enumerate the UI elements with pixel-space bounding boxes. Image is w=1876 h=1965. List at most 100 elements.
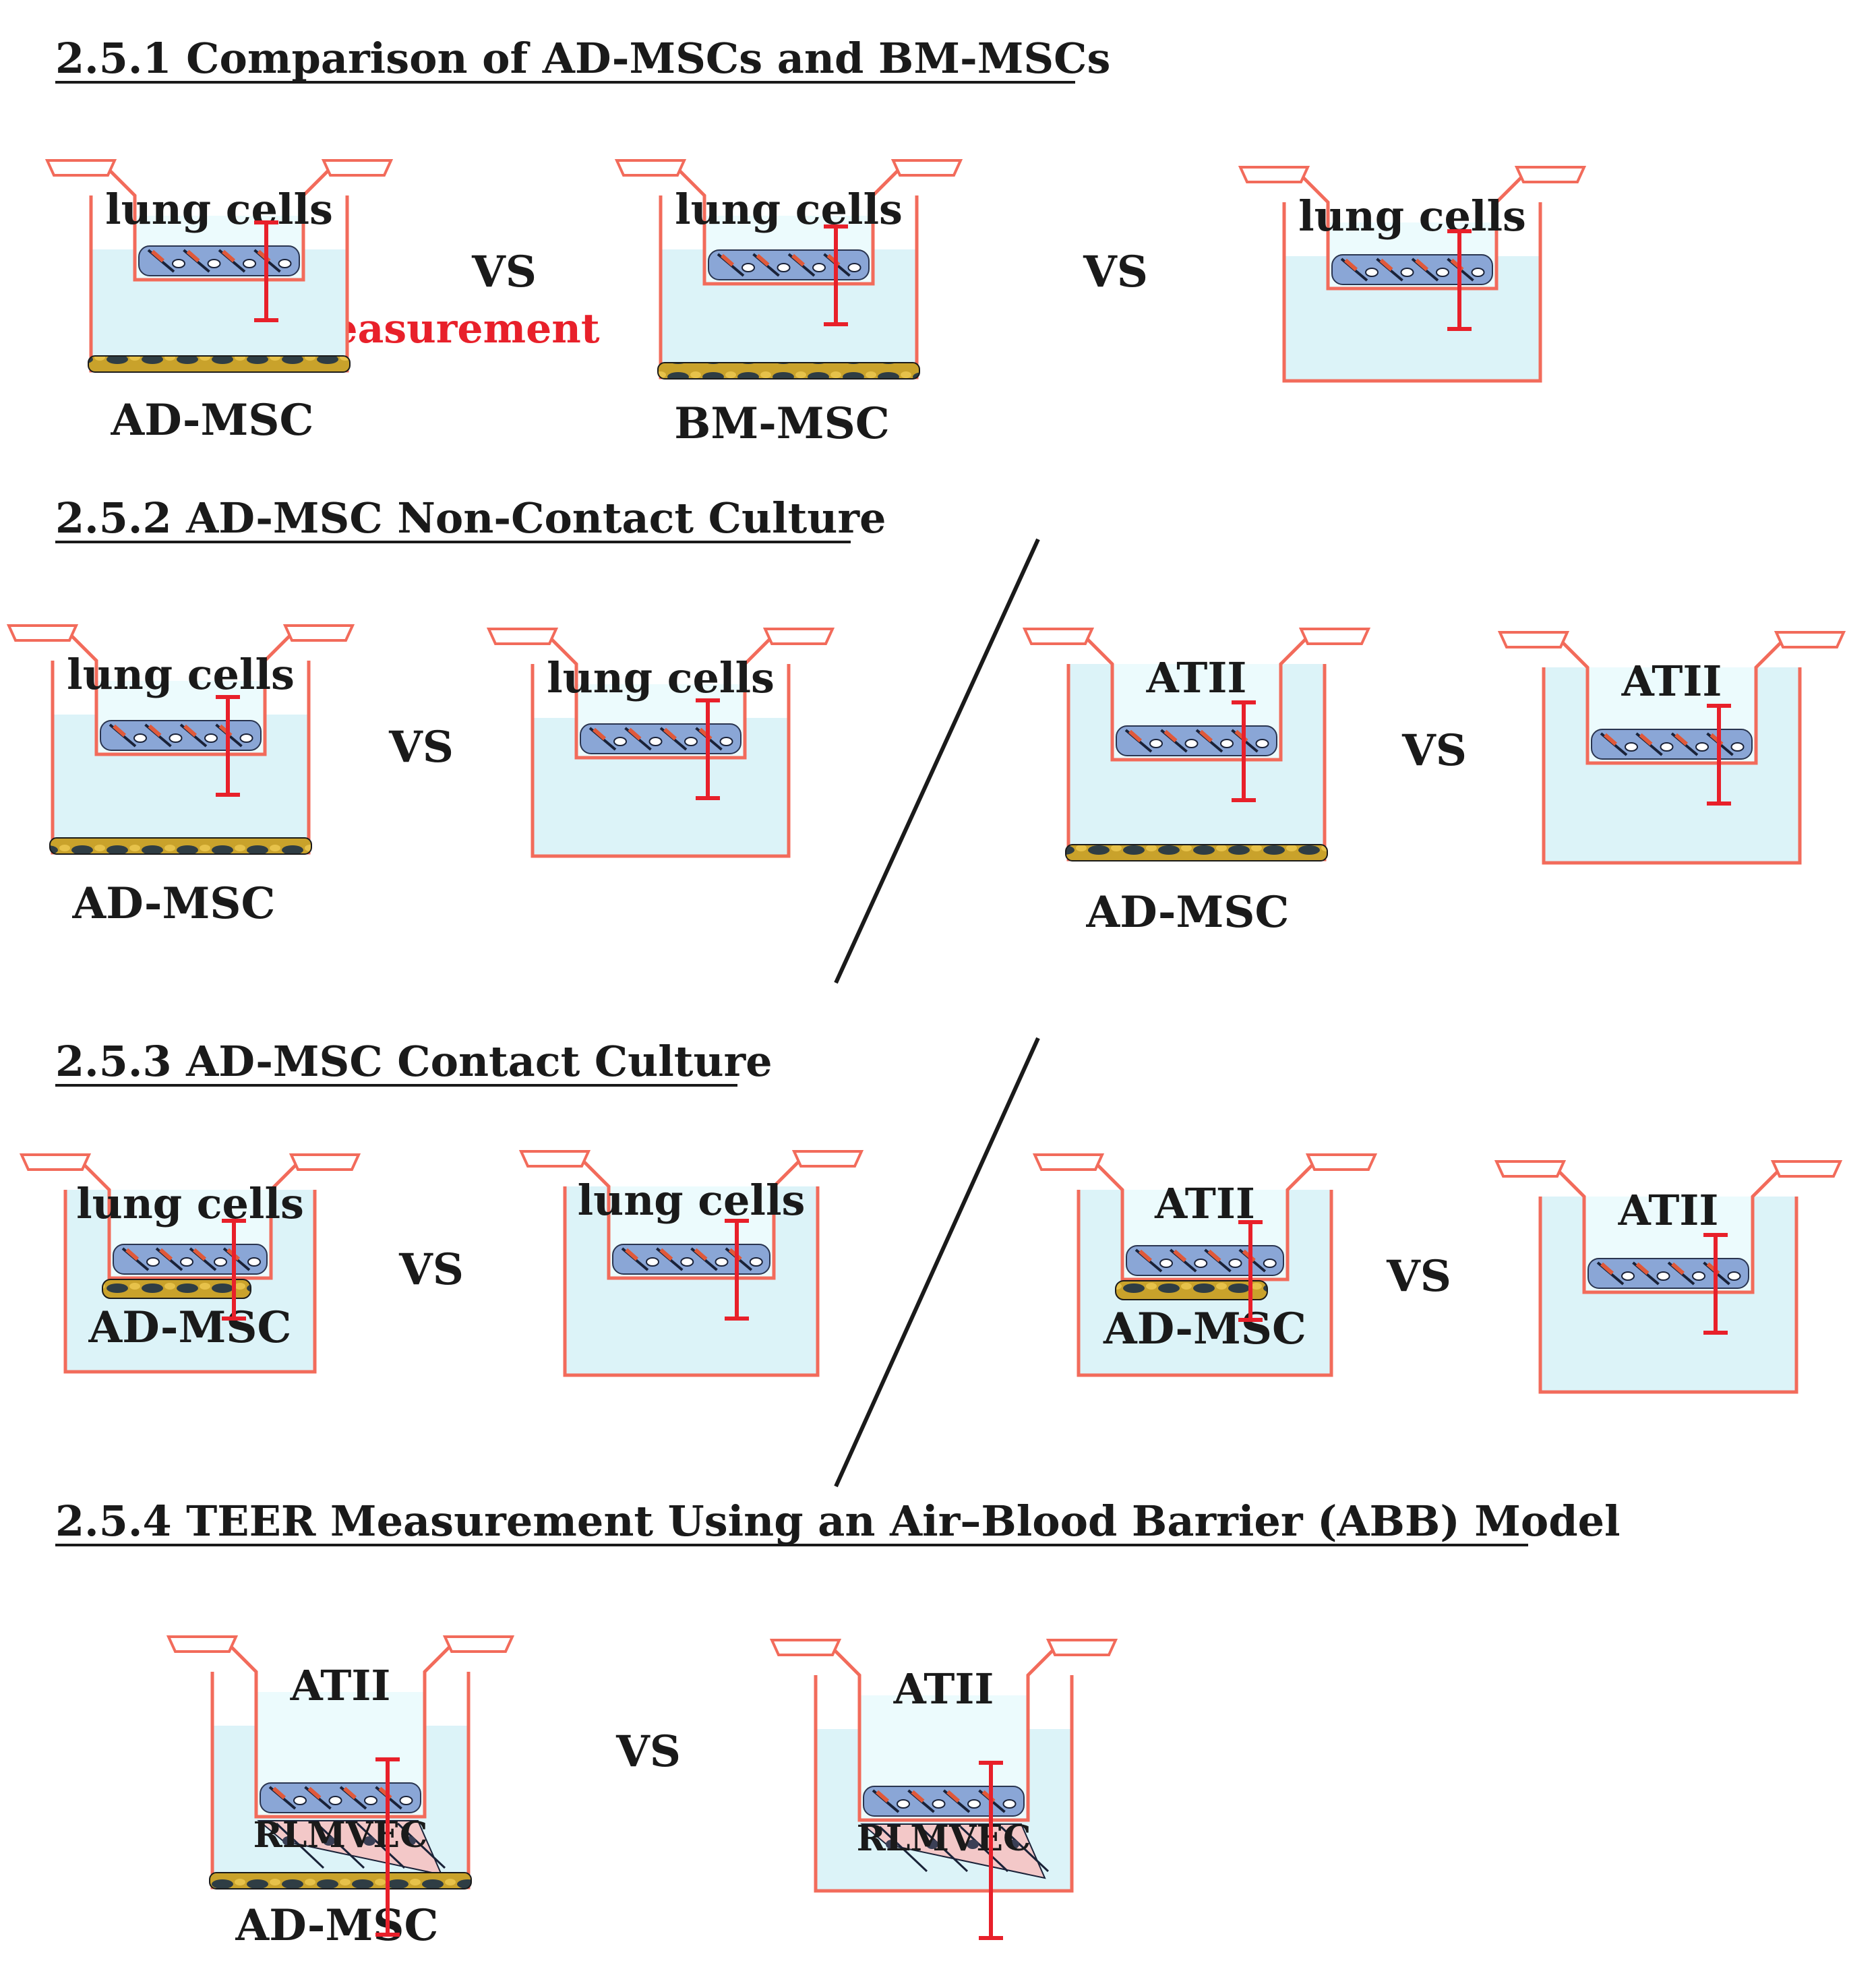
insert-flange-right — [1770, 1160, 1843, 1178]
outer-well-outline — [1282, 202, 1542, 383]
transwell-251-b: lung cells — [614, 159, 963, 380]
insert-flange-left — [19, 1153, 92, 1171]
cell-nucleus — [932, 1799, 946, 1809]
cell-feature — [1207, 1249, 1221, 1263]
section-title-2-5-3: 2.5.3 AD-MSC Contact Culture — [55, 1037, 773, 1086]
cell-feature — [343, 1786, 357, 1800]
ad-msc-label: AD-MSC — [1103, 1304, 1306, 1354]
vs-label: VS — [1083, 247, 1148, 297]
cell-nucleus — [364, 1796, 377, 1805]
atii-label: ATII — [893, 1664, 994, 1714]
lung-cells-label: lung cells — [675, 185, 903, 234]
cell-nucleus — [133, 733, 147, 743]
cell-nucleus — [146, 1257, 160, 1267]
cell-nucleus — [777, 263, 791, 272]
transwell-251-a: lung cells — [44, 159, 394, 373]
cell-nucleus — [404, 1836, 416, 1846]
insert-flange-right — [762, 628, 835, 645]
cell-nucleus — [1695, 742, 1709, 752]
ad-msc-label: AD-MSC — [235, 1900, 439, 1951]
cell-feature — [193, 1248, 206, 1261]
cell-feature — [1600, 1262, 1614, 1275]
cell-nucleus — [967, 1840, 979, 1849]
outer-well-outline — [531, 664, 791, 858]
cell-feature — [183, 724, 197, 737]
cell-feature — [1604, 733, 1617, 746]
lung-cells-label: lung cells — [547, 653, 775, 702]
cell-feature — [791, 253, 805, 267]
cell-nucleus — [1228, 1259, 1242, 1268]
insert-flange-left — [1238, 166, 1310, 183]
ad-msc-label: AD-MSC — [111, 395, 314, 446]
cell-feature — [1639, 733, 1653, 746]
cell-nucleus — [742, 263, 755, 272]
cell-nucleus — [684, 737, 698, 746]
transwell-251-c: lung cells — [1238, 166, 1587, 383]
cell-nucleus — [1159, 1259, 1173, 1268]
cell-feature — [593, 727, 606, 741]
vs-label: VS — [388, 722, 454, 773]
lung-cells-label: lung cells — [76, 1179, 304, 1228]
cell-nucleus — [1220, 739, 1234, 748]
cell-feature — [222, 249, 235, 263]
insert-flange-left — [486, 628, 559, 645]
cell-nucleus — [812, 263, 826, 272]
cell-nucleus — [247, 1257, 261, 1267]
ad-msc-label: AD-MSC — [72, 878, 276, 929]
outer-well-outline — [1077, 1190, 1333, 1377]
cell-feature — [125, 1248, 139, 1261]
transwell-252-a: lung cells — [6, 624, 355, 855]
msc-cell-layer — [49, 837, 312, 855]
insert-flange-left — [1022, 628, 1095, 645]
cell-feature — [1199, 729, 1213, 743]
outer-well-outline — [814, 1675, 1074, 1893]
cell-nucleus — [1255, 739, 1269, 748]
cell-nucleus — [399, 1796, 413, 1805]
rlmvec-label: RLMVEC — [253, 1815, 428, 1856]
section-title-2-5-4: 2.5.4 TEER Measurement Using an Air–Bloo… — [55, 1497, 1621, 1546]
cell-nucleus — [328, 1796, 342, 1805]
cell-feature — [1674, 733, 1688, 746]
cell-feature — [148, 724, 162, 737]
insert-flange-right — [791, 1150, 864, 1168]
msc-cell-layer — [102, 1279, 251, 1299]
cell-nucleus — [1365, 268, 1379, 277]
cell-nucleus — [1436, 268, 1449, 277]
cell-nucleus — [1194, 1259, 1208, 1268]
cell-nucleus — [169, 733, 183, 743]
outer-well-outline — [1538, 1197, 1798, 1394]
cell-feature — [946, 1790, 960, 1803]
cell-feature — [1139, 1249, 1152, 1263]
cell-border — [919, 1825, 969, 1873]
outer-well-outline — [63, 1190, 317, 1374]
cell-nucleus — [749, 1257, 763, 1267]
atii-label: ATII — [1146, 653, 1247, 702]
cell-nucleus — [243, 259, 256, 268]
msc-cell-layer — [1115, 1280, 1268, 1300]
insert-flange-left — [166, 1635, 239, 1653]
lung-cells-label: lung cells — [67, 650, 295, 699]
insert-outline — [81, 1161, 299, 1280]
cell-nucleus — [1660, 742, 1674, 752]
cell-feature — [1344, 258, 1358, 272]
vs-label: VS — [471, 247, 537, 297]
cell-feature — [159, 1248, 173, 1261]
cell-feature — [1173, 1249, 1187, 1263]
cell-nucleus — [323, 1836, 335, 1846]
cell-feature — [151, 249, 164, 263]
cell-nucleus — [967, 1799, 981, 1809]
atii-label: ATII — [1618, 1186, 1719, 1235]
transwell-253-d: ATII — [1494, 1160, 1843, 1394]
cell-nucleus — [293, 1796, 307, 1805]
transwell-252-b: lung cells — [486, 628, 835, 858]
cell-feature — [628, 727, 642, 741]
insert-flange-left — [6, 624, 79, 642]
cell-border — [356, 1822, 406, 1869]
cell-feature — [756, 253, 770, 267]
cell-feature — [911, 1790, 925, 1803]
cell-feature — [663, 727, 677, 741]
cell-feature — [1128, 729, 1142, 743]
cell-feature — [625, 1248, 638, 1261]
